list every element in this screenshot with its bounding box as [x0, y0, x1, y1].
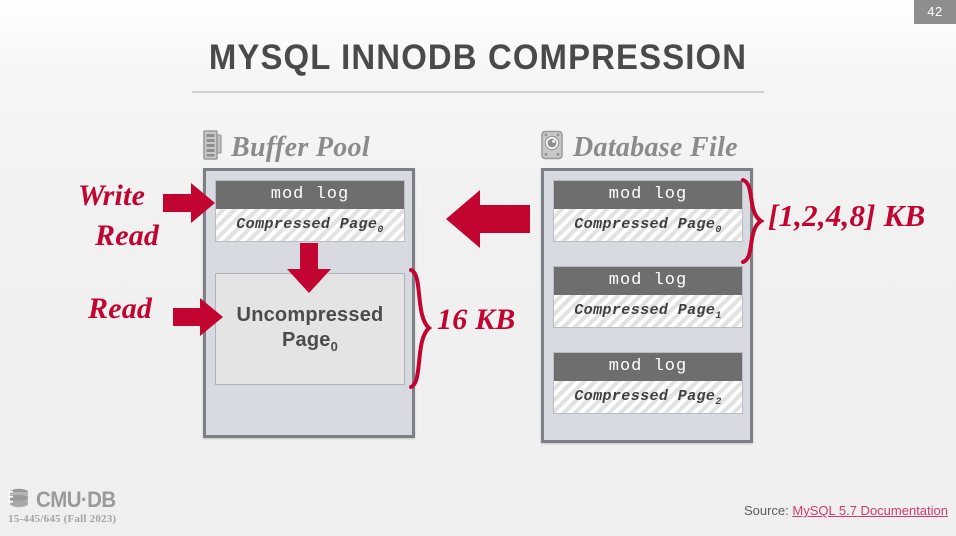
cmu-db-logo-text: CMU·DB: [35, 487, 116, 512]
load-page-arrow-icon: [446, 188, 530, 255]
database-page-block: mod log Compressed Page0: [553, 180, 743, 242]
source-link[interactable]: MySQL 5.7 Documentation: [792, 503, 948, 518]
compressed-page-label: Compressed Page0: [554, 209, 742, 241]
database-page-block: mod log Compressed Page2: [553, 352, 743, 414]
source-citation: Source: MySQL 5.7 Documentation: [744, 503, 948, 518]
read-arrow-icon: [173, 298, 223, 341]
database-page-size-label: [1,2,4,8] KB: [768, 198, 926, 233]
cmu-db-mark-icon: [8, 488, 30, 513]
read-label-bottom: Read: [88, 292, 153, 325]
database-file-heading: Database File: [540, 130, 738, 165]
cmu-db-logo: CMU·DB: [8, 487, 119, 513]
database-file-heading-label: Database File: [573, 131, 738, 163]
decompress-arrow-icon: [287, 243, 331, 298]
buffer-pool-size-label: 16 KB: [437, 303, 516, 336]
write-label: Write: [78, 179, 146, 212]
sixteen-kb-brace: [405, 268, 437, 395]
compressed-page-label: Compressed Page0: [216, 209, 404, 241]
mod-log-bar: mod log: [554, 353, 742, 381]
title-divider: [192, 91, 764, 93]
database-page-block: mod log Compressed Page1: [553, 266, 743, 328]
read-label-top: Read: [95, 219, 160, 252]
compressed-page-label: Compressed Page1: [554, 295, 742, 327]
course-label: 15-445/645 (Fall 2023): [8, 513, 117, 525]
compressed-page-label: Compressed Page2: [554, 381, 742, 413]
uncompressed-line1: Uncompressed: [236, 303, 384, 326]
mod-log-bar: mod log: [554, 181, 742, 209]
mod-log-bar: mod log: [554, 267, 742, 295]
write-read-arrow-icon: [163, 183, 215, 228]
buffer-pool-heading-label: Buffer Pool: [231, 131, 370, 163]
kb-range-brace: [737, 178, 769, 269]
uncompressed-line2: Page: [281, 328, 331, 351]
page-number-badge: 42: [914, 0, 956, 24]
hard-drive-icon: [540, 130, 564, 165]
memory-chip-icon: [203, 130, 222, 165]
page-title: MYSQL INNODB COMPRESSION: [208, 38, 748, 77]
buffer-pool-heading: Buffer Pool: [203, 130, 370, 165]
mod-log-bar: mod log: [216, 181, 404, 209]
buffer-pool-compressed-block: mod log Compressed Page0: [215, 180, 405, 242]
source-prefix: Source:: [743, 503, 789, 518]
